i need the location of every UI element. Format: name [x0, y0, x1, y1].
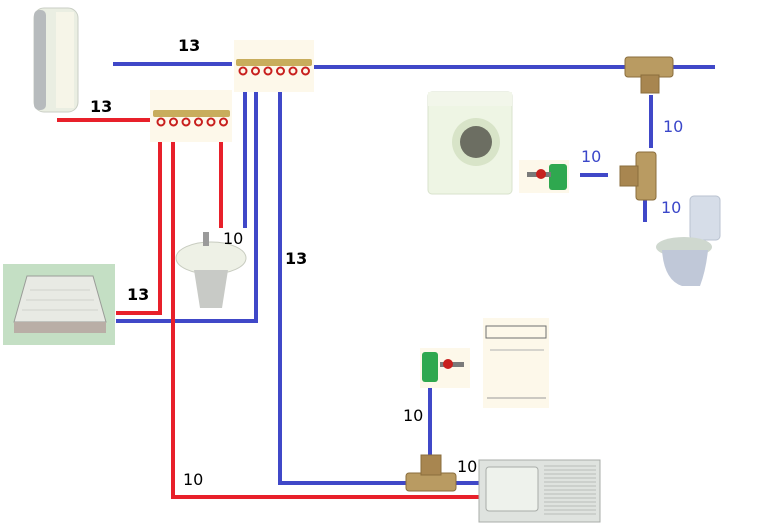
- tee-kitchen-icon: [405, 454, 457, 492]
- cold-pipes: [113, 62, 715, 485]
- manifold-valve-icon: [156, 117, 166, 127]
- cold-shower-pipe: [116, 78, 258, 323]
- manifold-valve-icon: [288, 66, 298, 76]
- label-cold-main: 13: [178, 36, 201, 55]
- label-kitchen-hot: 10: [183, 470, 204, 489]
- label-kitchen-cold: 10: [457, 457, 478, 476]
- manifold-valve-icon: [263, 66, 273, 76]
- washbasin-icon: [175, 232, 247, 308]
- water-heater-icon: [33, 7, 79, 113]
- tee-main-icon: [624, 56, 674, 94]
- manifold-valve-icon: [276, 66, 285, 76]
- hot-pipes: [57, 118, 480, 499]
- washing-machine-icon: [427, 91, 513, 195]
- label-toilet-branch: 10: [663, 117, 684, 136]
- valve-washing-machine-icon: [519, 160, 569, 193]
- manifold-valve-icon: [181, 117, 191, 127]
- cold-manifold: [234, 40, 314, 92]
- kitchen-sink-icon: [478, 459, 601, 523]
- manifold-valve-icon: [238, 66, 248, 76]
- valve-dishwasher-icon: [420, 348, 470, 388]
- label-cold-riser: 13: [285, 249, 308, 268]
- manifold-valve-icon: [301, 66, 310, 76]
- label-toilet: 10: [661, 198, 682, 217]
- label-hot-main: 13: [90, 97, 113, 116]
- label-washer: 10: [581, 147, 602, 166]
- manifold-valve-icon: [169, 117, 178, 127]
- manifold-valve-icon: [194, 117, 203, 127]
- shower-tray-icon: [3, 264, 115, 345]
- cold-kitchen-pipe: [278, 78, 410, 485]
- hot-kitchen-pipe: [171, 132, 480, 499]
- label-basin: 10: [223, 229, 244, 248]
- hot-manifold: [150, 90, 232, 142]
- manifold-valve-icon: [219, 117, 228, 127]
- manifold-valve-icon: [251, 66, 260, 76]
- label-shower: 13: [127, 285, 150, 304]
- manifold-valve-icon: [206, 117, 216, 127]
- hot-shower-pipe: [116, 132, 162, 315]
- toilet-icon: [656, 195, 721, 286]
- dishwasher-icon: [483, 318, 549, 408]
- tee-toilet-icon: [619, 151, 657, 201]
- label-dishwasher: 10: [403, 406, 424, 425]
